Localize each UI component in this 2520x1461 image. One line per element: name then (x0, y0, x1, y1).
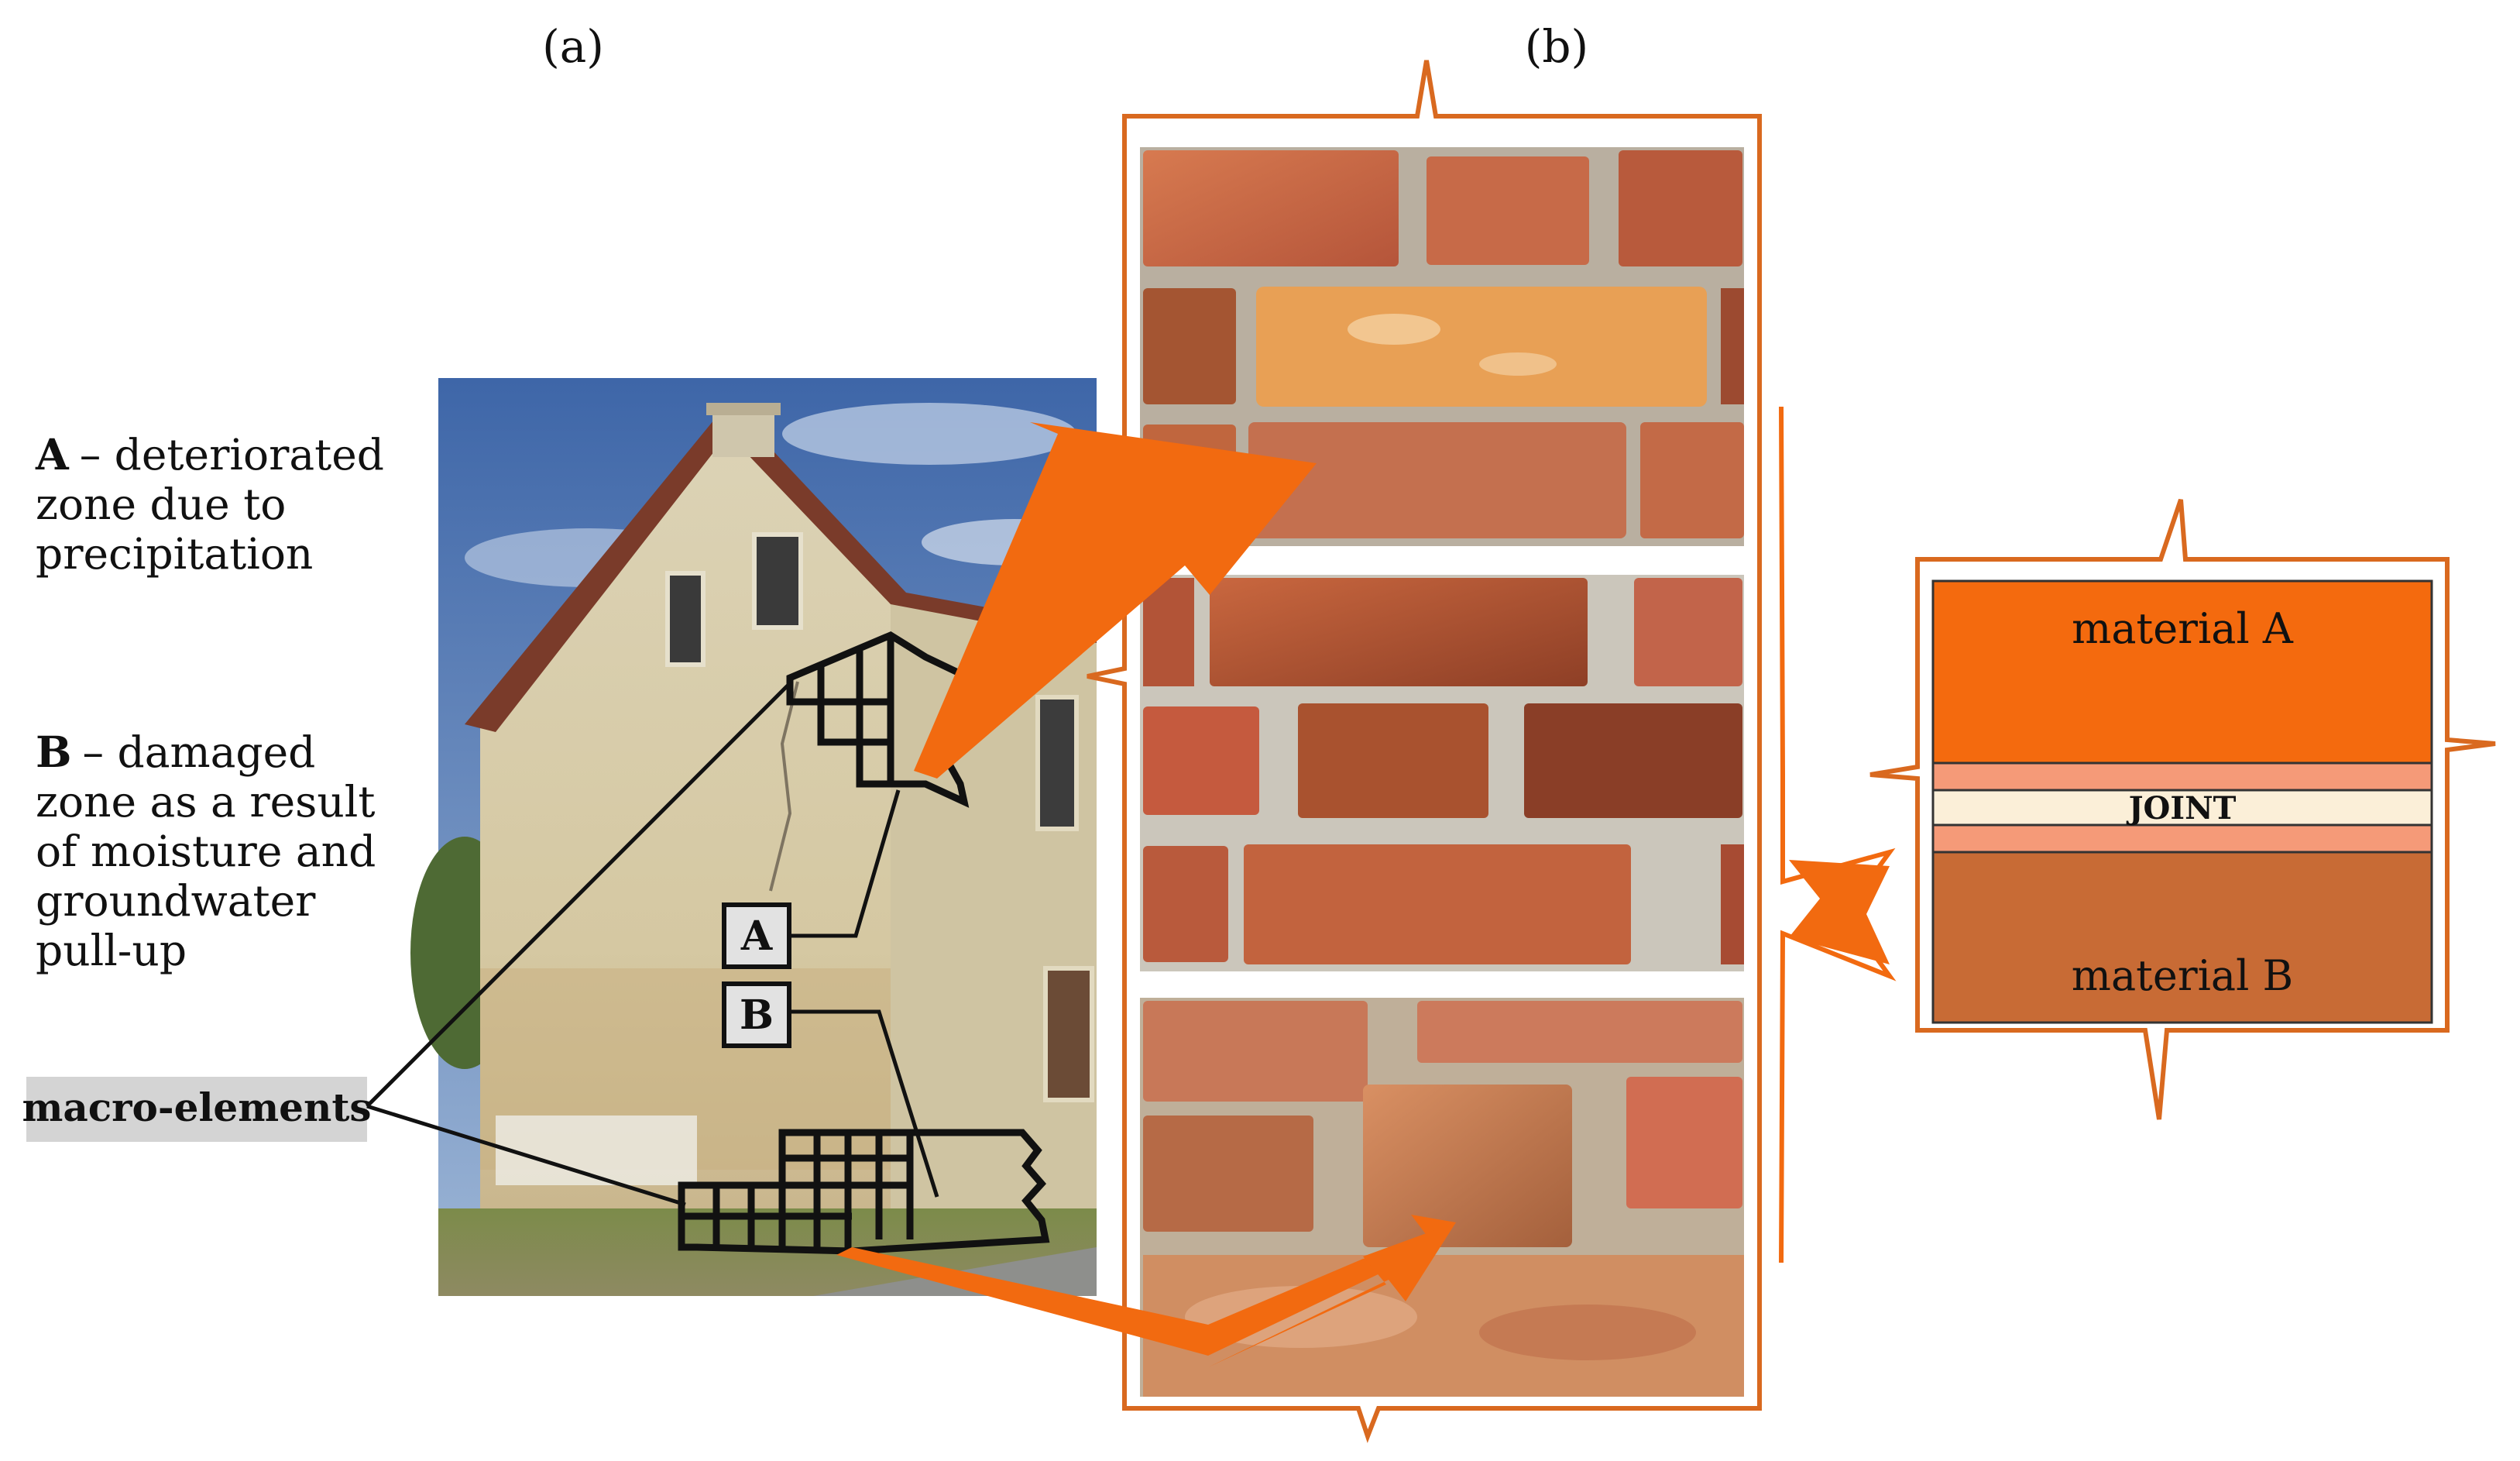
legend-b-line-5: pull-up (36, 926, 187, 975)
material-a-layer (1931, 579, 2433, 765)
layer-model-frame (1869, 499, 2496, 1120)
roof-edge (465, 403, 1097, 732)
brick-photo-mid (1140, 575, 1744, 971)
macro-element-upper (786, 631, 970, 808)
panel-b-frame (1087, 60, 1762, 1443)
attic-window-right (752, 532, 803, 630)
white-patch (496, 1116, 697, 1185)
side-window-upper (1035, 695, 1079, 831)
legend-b-line-2: zone as a result (36, 777, 376, 827)
legend: A– deteriorated zone due to precipitatio… (35, 429, 384, 975)
material-b-label: material B (2072, 951, 2293, 1000)
material-b-layer (1931, 851, 2433, 1024)
interface-upper (1931, 761, 2433, 792)
brick-photo-top (1140, 147, 1744, 546)
legend-b-line-4: groundwater (36, 876, 316, 926)
legend-b-key: B (36, 727, 72, 777)
macro-element-lower (678, 1129, 1050, 1255)
interface-lower (1931, 823, 2433, 854)
panel-b-right-bracket (1779, 406, 1897, 1263)
macro-label-background (26, 1077, 367, 1142)
marker-a-leader (789, 789, 901, 938)
marker-b: B (740, 992, 774, 1039)
chimney (712, 411, 774, 457)
legend-b-line-1: B– damaged (36, 727, 315, 777)
panel-label-a: (a) (542, 20, 604, 73)
marker-b-leader (789, 1009, 939, 1198)
marker-a-box (722, 902, 791, 969)
leader-line-upper (366, 680, 793, 1108)
wall-crack (769, 681, 799, 892)
building-photo (410, 378, 1107, 1296)
legend-a-line-2: zone due to (36, 480, 286, 529)
arrow-lower-zone (836, 1215, 1456, 1356)
legend-b-text-1: – damaged (83, 727, 316, 777)
legend-b-line-3: of moisture and (36, 827, 376, 876)
joint-label: JOINT (2127, 790, 2237, 827)
legend-a-key: A (35, 429, 70, 480)
material-a-label: material A (2072, 604, 2294, 653)
side-window-lower (1043, 966, 1094, 1102)
attic-window-left (665, 571, 706, 667)
leader-line-lower (366, 1104, 686, 1207)
panel-label-b: (b) (1525, 20, 1588, 73)
arrow-to-layers (1789, 860, 1890, 964)
marker-a: A (740, 913, 773, 960)
macro-elements-label: macro-elements (22, 1085, 371, 1130)
marker-b-box (722, 981, 791, 1048)
legend-a-line-1: A– deteriorated (35, 429, 384, 480)
legend-a-text-1: – deteriorated (80, 430, 384, 480)
arrow-upper-zone (914, 422, 1317, 779)
legend-a-line-3: precipitation (36, 529, 313, 579)
